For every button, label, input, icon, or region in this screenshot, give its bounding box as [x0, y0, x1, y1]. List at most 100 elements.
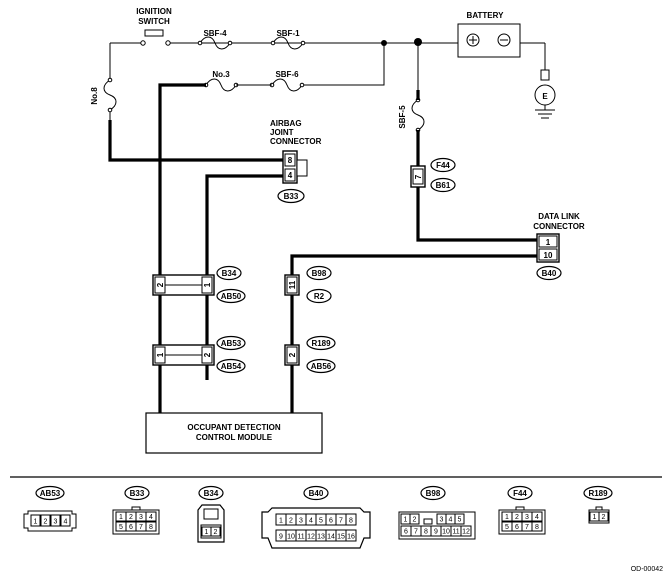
svg-text:1: 1: [34, 519, 38, 526]
svg-text:B40: B40: [309, 489, 324, 498]
svg-text:IGNITION: IGNITION: [136, 7, 172, 16]
svg-text:4: 4: [288, 171, 293, 180]
svg-text:1: 1: [203, 282, 212, 287]
svg-text:B34: B34: [204, 489, 219, 498]
data-link-connector: DATA LINK CONNECTOR 1 10: [533, 212, 585, 263]
svg-text:JOINT: JOINT: [270, 128, 294, 137]
svg-text:6: 6: [515, 524, 519, 531]
svg-text:8: 8: [288, 156, 293, 165]
svg-text:SBF-1: SBF-1: [276, 29, 300, 38]
connector-tag-b33: B33: [277, 188, 305, 204]
svg-text:SBF-5: SBF-5: [398, 105, 407, 129]
pin-number: 10: [442, 529, 450, 536]
connector-tag-ab53: AB53: [216, 335, 246, 351]
svg-text:OCCUPANT DETECTION: OCCUPANT DETECTION: [187, 423, 280, 432]
fuse-sbf5: SBF-5: [398, 97, 425, 133]
fuse-sbf6: SBF-6: [269, 70, 305, 92]
svg-text:7: 7: [525, 524, 529, 531]
connector-tag-b40: B40: [536, 265, 562, 281]
pin-number: 14: [327, 534, 335, 541]
pin-number: 15: [337, 534, 345, 541]
occupant-detection-control-module: OCCUPANT DETECTION CONTROL MODULE: [145, 412, 323, 454]
fuse-sbf4: SBF-4: [197, 29, 233, 50]
svg-text:1: 1: [205, 529, 209, 536]
svg-text:4: 4: [149, 514, 153, 521]
pin-cell: [409, 513, 420, 525]
svg-text:2: 2: [288, 352, 297, 357]
svg-text:SBF-6: SBF-6: [275, 70, 299, 79]
connector-tag-ab56: AB56: [306, 358, 336, 374]
svg-text:R2: R2: [314, 292, 325, 301]
svg-text:1: 1: [119, 514, 123, 521]
pin-number: 6: [404, 529, 408, 536]
svg-text:B34: B34: [222, 269, 237, 278]
pin-number: 9: [434, 529, 438, 536]
pin-number: 9: [279, 534, 283, 541]
fuse-no3: No.3: [203, 70, 239, 92]
svg-text:AB53: AB53: [40, 489, 61, 498]
svg-text:SWITCH: SWITCH: [138, 17, 170, 26]
connector-b34: 2 1: [152, 274, 215, 296]
svg-text:2: 2: [602, 514, 606, 521]
connector-tag-ab54: AB54: [216, 358, 246, 374]
legend-b33: B33 1 2 3 4 5 6 7 8: [112, 485, 160, 535]
svg-text:AIRBAG: AIRBAG: [270, 119, 302, 128]
pin-number: 10: [287, 534, 295, 541]
svg-text:BATTERY: BATTERY: [467, 11, 505, 20]
junction-dot: [381, 40, 387, 46]
svg-text:No.8: No.8: [90, 87, 99, 105]
connector-r189: 2: [284, 344, 300, 366]
svg-text:R189: R189: [311, 339, 331, 348]
wires: [108, 83, 537, 413]
legend-ab53: AB53 1 2 3 4: [23, 485, 77, 532]
pin-number: 12: [462, 529, 470, 536]
svg-text:1: 1: [505, 514, 509, 521]
pin-number: 3: [440, 517, 444, 524]
pin-number: 5: [319, 518, 323, 525]
svg-text:8: 8: [535, 524, 539, 531]
svg-text:4: 4: [64, 519, 68, 526]
svg-text:AB53: AB53: [221, 339, 242, 348]
svg-text:3: 3: [139, 514, 143, 521]
svg-text:F44: F44: [513, 489, 527, 498]
svg-text:B33: B33: [130, 489, 145, 498]
svg-text:8: 8: [149, 524, 153, 531]
pin-number: 4: [309, 518, 313, 525]
connector-tag-r2: R2: [306, 288, 332, 304]
svg-text:B40: B40: [542, 269, 557, 278]
svg-text:2: 2: [129, 514, 133, 521]
pin-number: 2: [289, 518, 293, 525]
fuse-sbf1: SBF-1: [270, 29, 306, 50]
svg-text:6: 6: [129, 524, 133, 531]
svg-text:CONTROL MODULE: CONTROL MODULE: [196, 433, 273, 442]
svg-text:2: 2: [214, 529, 218, 536]
connector-tag-b98: B98: [306, 265, 332, 281]
legend-r189: R189 1 2: [583, 485, 613, 524]
svg-text:4: 4: [535, 514, 539, 521]
pin-number: 1: [279, 518, 283, 525]
figure-code: OD-00042: [631, 566, 663, 573]
svg-text:B61: B61: [436, 181, 451, 190]
svg-text:No.3: No.3: [212, 70, 230, 79]
connector-b98: 11: [284, 274, 300, 296]
ground-symbol: E: [534, 69, 556, 119]
svg-text:3: 3: [54, 519, 58, 526]
pin-cell: [460, 525, 472, 537]
svg-text:10: 10: [544, 251, 553, 260]
svg-text:AB50: AB50: [221, 292, 242, 301]
connector-ab53: 1 2: [152, 344, 215, 366]
pin-number: 6: [329, 518, 333, 525]
svg-text:E: E: [542, 92, 548, 101]
svg-text:F44: F44: [436, 161, 450, 170]
svg-text:2: 2: [515, 514, 519, 521]
svg-text:AB54: AB54: [221, 362, 242, 371]
pin-number: 3: [299, 518, 303, 525]
pin-number: 8: [424, 529, 428, 536]
battery: BATTERY: [457, 11, 521, 58]
svg-text:AB56: AB56: [311, 362, 332, 371]
ignition-switch: IGNITION SWITCH: [136, 7, 172, 46]
connector-tag-r189: R189: [306, 335, 336, 351]
svg-text:CONNECTOR: CONNECTOR: [533, 222, 585, 231]
